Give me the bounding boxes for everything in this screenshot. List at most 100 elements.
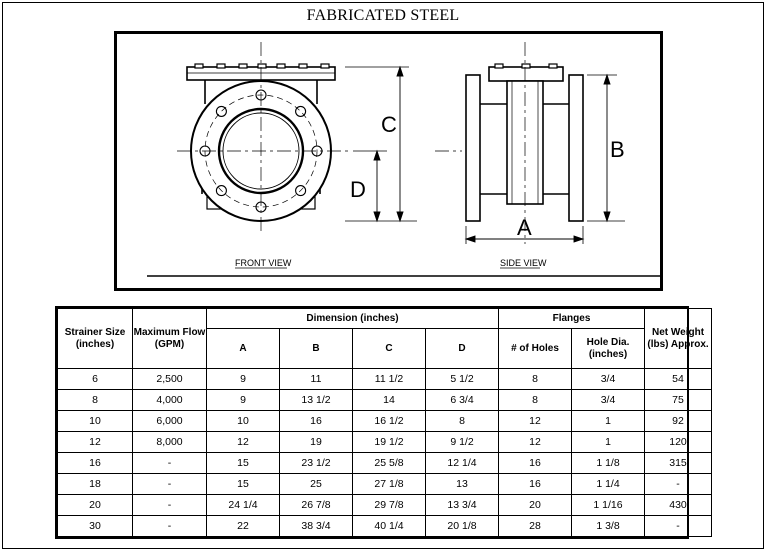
cell-a: 9 bbox=[206, 368, 280, 390]
cell-flow: - bbox=[132, 452, 207, 474]
cell-hole-dia: 3/4 bbox=[570, 389, 646, 411]
header-flanges-group: Flanges bbox=[497, 308, 646, 329]
cell-flow: - bbox=[132, 473, 207, 495]
cell-size: 8 bbox=[57, 389, 133, 411]
cell-b: 23 1/2 bbox=[279, 452, 353, 474]
dimension-b bbox=[603, 73, 611, 223]
spec-table-frame: Strainer Size (inches) Maximum Flow (GPM… bbox=[55, 306, 713, 539]
front-view bbox=[177, 42, 417, 234]
cell-flow: 2,500 bbox=[132, 368, 207, 390]
cell-c: 11 1/2 bbox=[352, 368, 426, 390]
cell-d: 6 3/4 bbox=[425, 389, 499, 411]
side-view-label: SIDE VIEW bbox=[500, 258, 547, 268]
cell-a: 24 1/4 bbox=[206, 494, 280, 516]
cell-holes: 16 bbox=[498, 452, 572, 474]
cell-d: 5 1/2 bbox=[425, 368, 499, 390]
header-strainer-size: Strainer Size (inches) bbox=[57, 308, 133, 369]
header-num-holes: # of Holes bbox=[498, 328, 572, 369]
cell-flow: - bbox=[132, 494, 207, 516]
table-row: 12 8,000 12 19 19 1/2 9 1/2 12 1 120 bbox=[57, 431, 713, 453]
table-row: 30 - 22 38 3/4 40 1/4 20 1/8 28 1 3/8 - bbox=[57, 515, 713, 537]
cell-b: 38 3/4 bbox=[279, 515, 353, 537]
dim-label-d: D bbox=[350, 177, 366, 202]
cell-b: 11 bbox=[279, 368, 353, 390]
cell-size: 30 bbox=[57, 515, 133, 537]
spec-sheet: FABRICATED STEEL bbox=[2, 2, 764, 549]
table-row: 18 - 15 25 27 1/8 13 16 1 1/4 - bbox=[57, 473, 713, 495]
cell-b: 19 bbox=[279, 431, 353, 453]
cell-d: 13 3/4 bbox=[425, 494, 499, 516]
cell-flow: 8,000 bbox=[132, 431, 207, 453]
header-hole-dia: Hole Dia. (inches) bbox=[570, 328, 646, 369]
dim-label-a: A bbox=[517, 215, 532, 240]
cell-hole-dia: 1 bbox=[570, 410, 646, 432]
header-net-weight: Net Weight (lbs) Approx. bbox=[644, 308, 713, 369]
cell-weight: - bbox=[644, 473, 713, 495]
cell-c: 16 1/2 bbox=[352, 410, 426, 432]
cell-size: 12 bbox=[57, 431, 133, 453]
cell-d: 13 bbox=[425, 473, 499, 495]
dimension-c bbox=[396, 65, 404, 223]
header-max-flow: Maximum Flow (GPM) bbox=[132, 308, 207, 369]
cell-size: 6 bbox=[57, 368, 133, 390]
cell-size: 20 bbox=[57, 494, 133, 516]
cell-hole-dia: 1 1/4 bbox=[570, 473, 646, 495]
cell-weight: 315 bbox=[644, 452, 713, 474]
cell-holes: 8 bbox=[498, 368, 572, 390]
header-col-c: C bbox=[352, 328, 426, 369]
cell-hole-dia: 1 3/8 bbox=[570, 515, 646, 537]
front-view-label: FRONT VIEW bbox=[235, 258, 292, 268]
cell-weight: 92 bbox=[644, 410, 713, 432]
header-dimension-group: Dimension (inches) bbox=[206, 308, 499, 329]
cell-a: 9 bbox=[206, 389, 280, 411]
dim-label-b: B bbox=[610, 137, 625, 162]
cell-holes: 12 bbox=[498, 431, 572, 453]
cell-holes: 20 bbox=[498, 494, 572, 516]
cell-size: 18 bbox=[57, 473, 133, 495]
cell-holes: 12 bbox=[498, 410, 572, 432]
cell-hole-dia: 3/4 bbox=[570, 368, 646, 390]
cell-a: 15 bbox=[206, 452, 280, 474]
cell-a: 12 bbox=[206, 431, 280, 453]
cell-d: 8 bbox=[425, 410, 499, 432]
cell-flow: - bbox=[132, 515, 207, 537]
cell-weight: - bbox=[644, 515, 713, 537]
dimension-a bbox=[464, 235, 585, 243]
header-col-b: B bbox=[279, 328, 353, 369]
cell-holes: 8 bbox=[498, 389, 572, 411]
cell-c: 27 1/8 bbox=[352, 473, 426, 495]
header-col-a: A bbox=[206, 328, 280, 369]
cell-c: 25 5/8 bbox=[352, 452, 426, 474]
cell-weight: 75 bbox=[644, 389, 713, 411]
cell-size: 16 bbox=[57, 452, 133, 474]
cell-b: 25 bbox=[279, 473, 353, 495]
cell-flow: 6,000 bbox=[132, 410, 207, 432]
cell-weight: 54 bbox=[644, 368, 713, 390]
cell-c: 19 1/2 bbox=[352, 431, 426, 453]
cell-size: 10 bbox=[57, 410, 133, 432]
dim-label-c: C bbox=[381, 112, 397, 137]
cell-b: 26 7/8 bbox=[279, 494, 353, 516]
technical-drawing: C D FRONT VIEW bbox=[114, 31, 663, 291]
cell-weight: 120 bbox=[644, 431, 713, 453]
side-view bbox=[435, 42, 625, 244]
strainer-drawing: C D FRONT VIEW bbox=[147, 42, 660, 277]
spec-table: Strainer Size (inches) Maximum Flow (GPM… bbox=[57, 308, 713, 537]
table-row: 20 - 24 1/4 26 7/8 29 7/8 13 3/4 20 1 1/… bbox=[57, 494, 713, 516]
cell-flow: 4,000 bbox=[132, 389, 207, 411]
cell-b: 16 bbox=[279, 410, 353, 432]
table-row: 16 - 15 23 1/2 25 5/8 12 1/4 16 1 1/8 31… bbox=[57, 452, 713, 474]
cell-holes: 28 bbox=[498, 515, 572, 537]
dimension-d bbox=[373, 149, 381, 223]
cell-c: 40 1/4 bbox=[352, 515, 426, 537]
cell-d: 12 1/4 bbox=[425, 452, 499, 474]
cell-weight: 430 bbox=[644, 494, 713, 516]
cell-a: 15 bbox=[206, 473, 280, 495]
cell-c: 29 7/8 bbox=[352, 494, 426, 516]
cell-holes: 16 bbox=[498, 473, 572, 495]
cell-d: 20 1/8 bbox=[425, 515, 499, 537]
cell-hole-dia: 1 bbox=[570, 431, 646, 453]
table-row: 8 4,000 9 13 1/2 14 6 3/4 8 3/4 75 bbox=[57, 389, 713, 411]
cell-hole-dia: 1 1/16 bbox=[570, 494, 646, 516]
page-title: FABRICATED STEEL bbox=[306, 7, 460, 24]
